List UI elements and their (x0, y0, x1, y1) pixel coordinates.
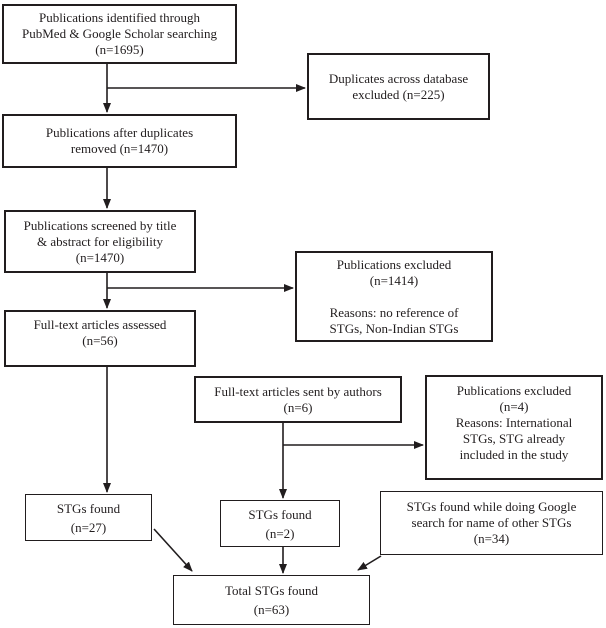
node-total-stgs-found: Total STGs found (n=63) (173, 575, 370, 625)
node-publications-screened-text: Publications screened by title & abstrac… (23, 217, 177, 265)
node-publications-excluded-fulltext-text: Publications excluded (n=4) Reasons: Int… (455, 383, 573, 462)
node-publications-identified-text: Publications identified through PubMed &… (22, 10, 217, 57)
node-stgs-found-authors-text: STGs found (n=2) (248, 506, 312, 541)
node-stgs-found-authors: STGs found (n=2) (220, 500, 340, 547)
node-publications-excluded-fulltext: Publications excluded (n=4) Reasons: Int… (425, 375, 603, 480)
node-publications-identified: Publications identified through PubMed &… (2, 4, 237, 64)
arrow-google-to-total (357, 555, 382, 571)
node-fulltext-sent-by-authors-text: Full-text articles sent by authors (n=6) (214, 383, 382, 415)
node-stgs-found-assessed: STGs found (n=27) (25, 494, 152, 541)
node-publications-after-duplicates-text: Publications after duplicates removed (n… (45, 125, 194, 156)
node-publications-excluded-screening-text: Publications excluded (n=1414) Reasons: … (329, 256, 459, 336)
node-total-stgs-found-text: Total STGs found (n=63) (225, 583, 318, 617)
node-publications-screened: Publications screened by title & abstrac… (4, 210, 196, 273)
arrow-stgs27-to-total (153, 528, 193, 572)
node-publications-after-duplicates: Publications after duplicates removed (n… (2, 114, 237, 168)
node-duplicates-excluded-text: Duplicates across database excluded (n=2… (328, 70, 469, 102)
node-fulltext-sent-by-authors: Full-text articles sent by authors (n=6) (194, 376, 402, 423)
node-fulltext-assessed-text: Full-text articles assessed (n=56) (33, 317, 167, 348)
node-publications-excluded-screening: Publications excluded (n=1414) Reasons: … (295, 251, 493, 342)
node-stgs-found-assessed-text: STGs found (n=27) (56, 500, 121, 535)
node-fulltext-assessed: Full-text articles assessed (n=56) (4, 310, 196, 367)
node-duplicates-excluded: Duplicates across database excluded (n=2… (307, 53, 490, 120)
node-stgs-found-google: STGs found while doing Google search for… (380, 491, 603, 555)
node-stgs-found-google-text: STGs found while doing Google search for… (406, 499, 577, 546)
